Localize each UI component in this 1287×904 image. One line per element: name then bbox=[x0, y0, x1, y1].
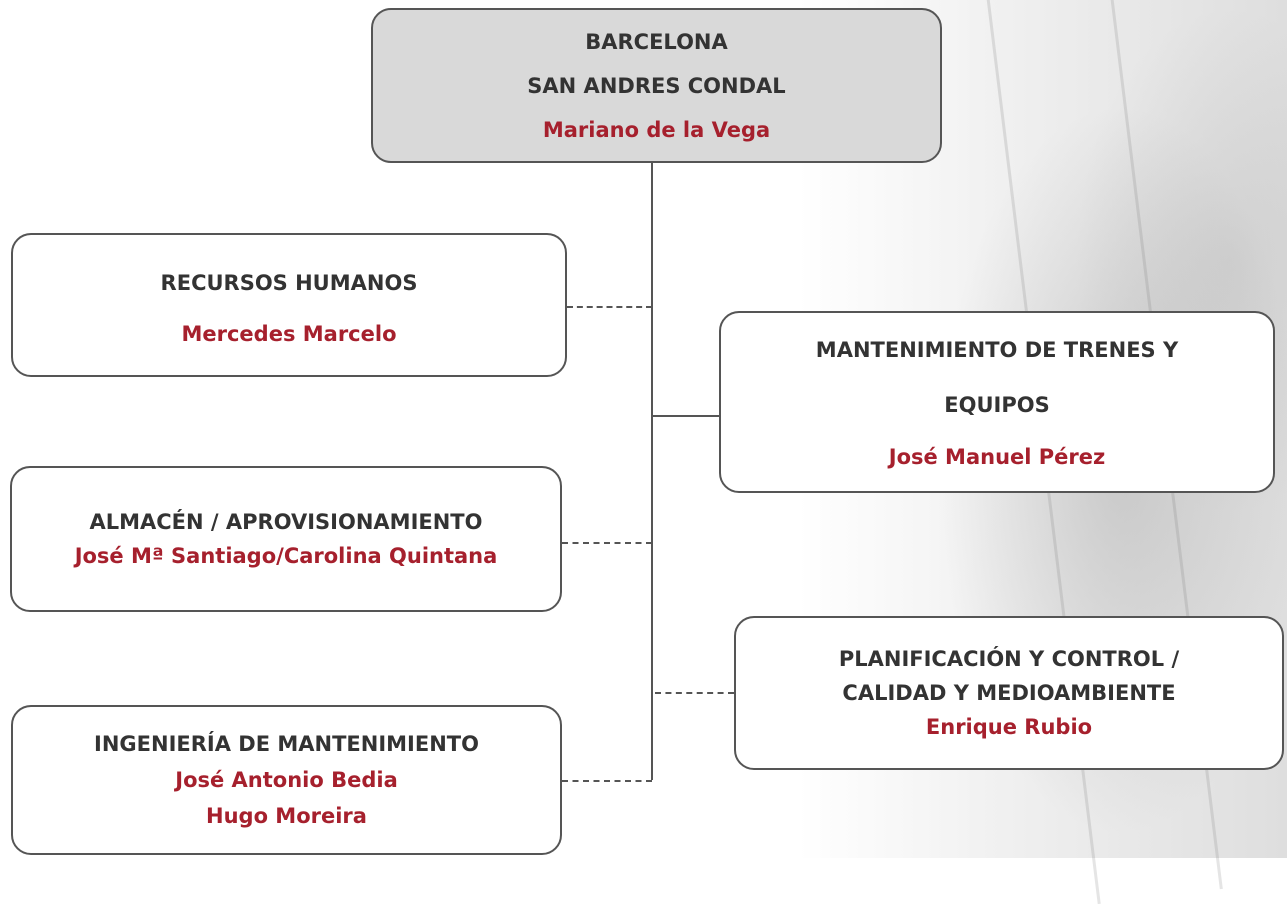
engineering-box: INGENIERÍA DE MANTENIMIENTO José Antonio… bbox=[11, 705, 562, 855]
warehouse-connector bbox=[562, 542, 652, 544]
planning-title-2: CALIDAD Y MEDIOAMBIENTE bbox=[842, 681, 1176, 705]
root-person: Mariano de la Vega bbox=[542, 117, 771, 142]
maintenance-trains-title-2: EQUIPOS bbox=[944, 393, 1050, 417]
engineering-person-1: José Antonio Bedia bbox=[175, 768, 398, 792]
warehouse-box: ALMACÉN / APROVISIONAMIENTO José Mª Sant… bbox=[10, 466, 562, 612]
planning-title-1: PLANIFICACIÓN Y CONTROL / bbox=[838, 647, 1180, 671]
warehouse-person: José Mª Santiago/Carolina Quintana bbox=[74, 544, 498, 568]
planning-box: PLANIFICACIÓN Y CONTROL / CALIDAD Y MEDI… bbox=[734, 616, 1284, 770]
root-location: BARCELONA bbox=[585, 29, 728, 54]
planning-connector bbox=[655, 692, 734, 694]
hr-box: RECURSOS HUMANOS Mercedes Marcelo bbox=[11, 233, 567, 377]
engineering-person-2: Hugo Moreira bbox=[206, 804, 367, 828]
hr-title: RECURSOS HUMANOS bbox=[160, 271, 418, 295]
warehouse-title: ALMACÉN / APROVISIONAMIENTO bbox=[89, 510, 483, 534]
maintenance-trains-person: José Manuel Pérez bbox=[888, 445, 1106, 469]
engineering-title: INGENIERÍA DE MANTENIMIENTO bbox=[94, 732, 479, 756]
planning-person: Enrique Rubio bbox=[925, 715, 1093, 739]
hr-connector bbox=[567, 306, 652, 308]
trunk-line bbox=[651, 162, 653, 780]
hr-person: Mercedes Marcelo bbox=[181, 322, 397, 346]
root-center: SAN ANDRES CONDAL bbox=[527, 73, 786, 98]
engineering-connector bbox=[562, 780, 652, 782]
maintenance-trains-title-1: MANTENIMIENTO DE TRENES Y bbox=[815, 338, 1179, 362]
root-box: BARCELONA SAN ANDRES CONDAL Mariano de l… bbox=[371, 8, 942, 163]
maintenance-trains-box: MANTENIMIENTO DE TRENES Y EQUIPOS José M… bbox=[719, 311, 1275, 493]
maintenance-trains-connector bbox=[652, 415, 719, 417]
